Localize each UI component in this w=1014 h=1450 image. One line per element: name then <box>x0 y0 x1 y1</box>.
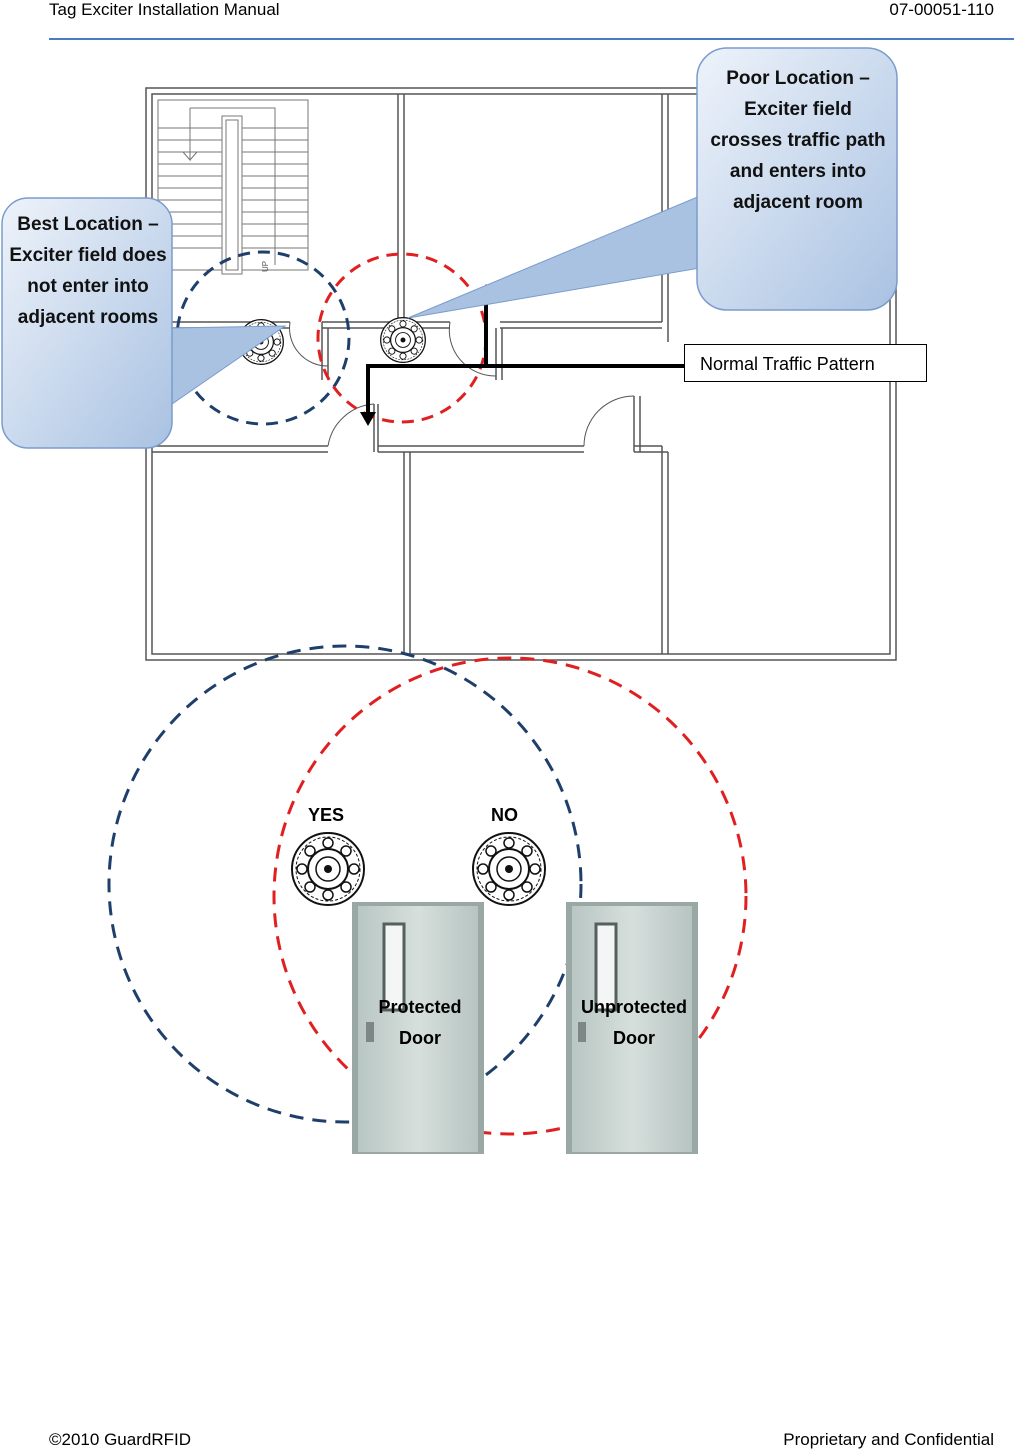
header-title: Tag Exciter Installation Manual <box>49 0 280 19</box>
unprotected-door-image <box>566 902 698 1154</box>
good-field-circle-doors <box>107 644 583 1124</box>
footer-copyright: ©2010 GuardRFID <box>49 1430 191 1449</box>
callout-best-bubble <box>1 197 287 449</box>
unprotected-door-label: Unprotected Door <box>580 997 687 1048</box>
header-rule <box>49 38 1014 40</box>
stair-up-label: UP <box>261 261 270 272</box>
callout-best-text: Best Location – Exciter field does not e… <box>9 214 167 328</box>
traffic-pattern-path <box>366 300 684 414</box>
exciter-no-icon <box>472 832 546 906</box>
header-doc-number: 07-00051-110 <box>889 0 994 19</box>
traffic-pattern-label: Normal Traffic Pattern <box>684 344 927 382</box>
traffic-arrow-down <box>360 412 376 426</box>
protected-door-label: Protected Door <box>378 997 462 1048</box>
no-label: NO <box>491 805 518 825</box>
footer-notice: Proprietary and Confidential <box>783 1430 994 1449</box>
exciter-yes-icon <box>291 832 365 906</box>
callout-poor-text: Poor Location – Exciter field crosses tr… <box>710 68 886 213</box>
protected-door-image <box>352 902 484 1154</box>
callout-poor-bubble <box>407 47 898 319</box>
yes-label: YES <box>308 805 345 825</box>
exciter-poor-icon <box>380 317 426 363</box>
bad-field-circle-doors <box>272 656 748 1136</box>
